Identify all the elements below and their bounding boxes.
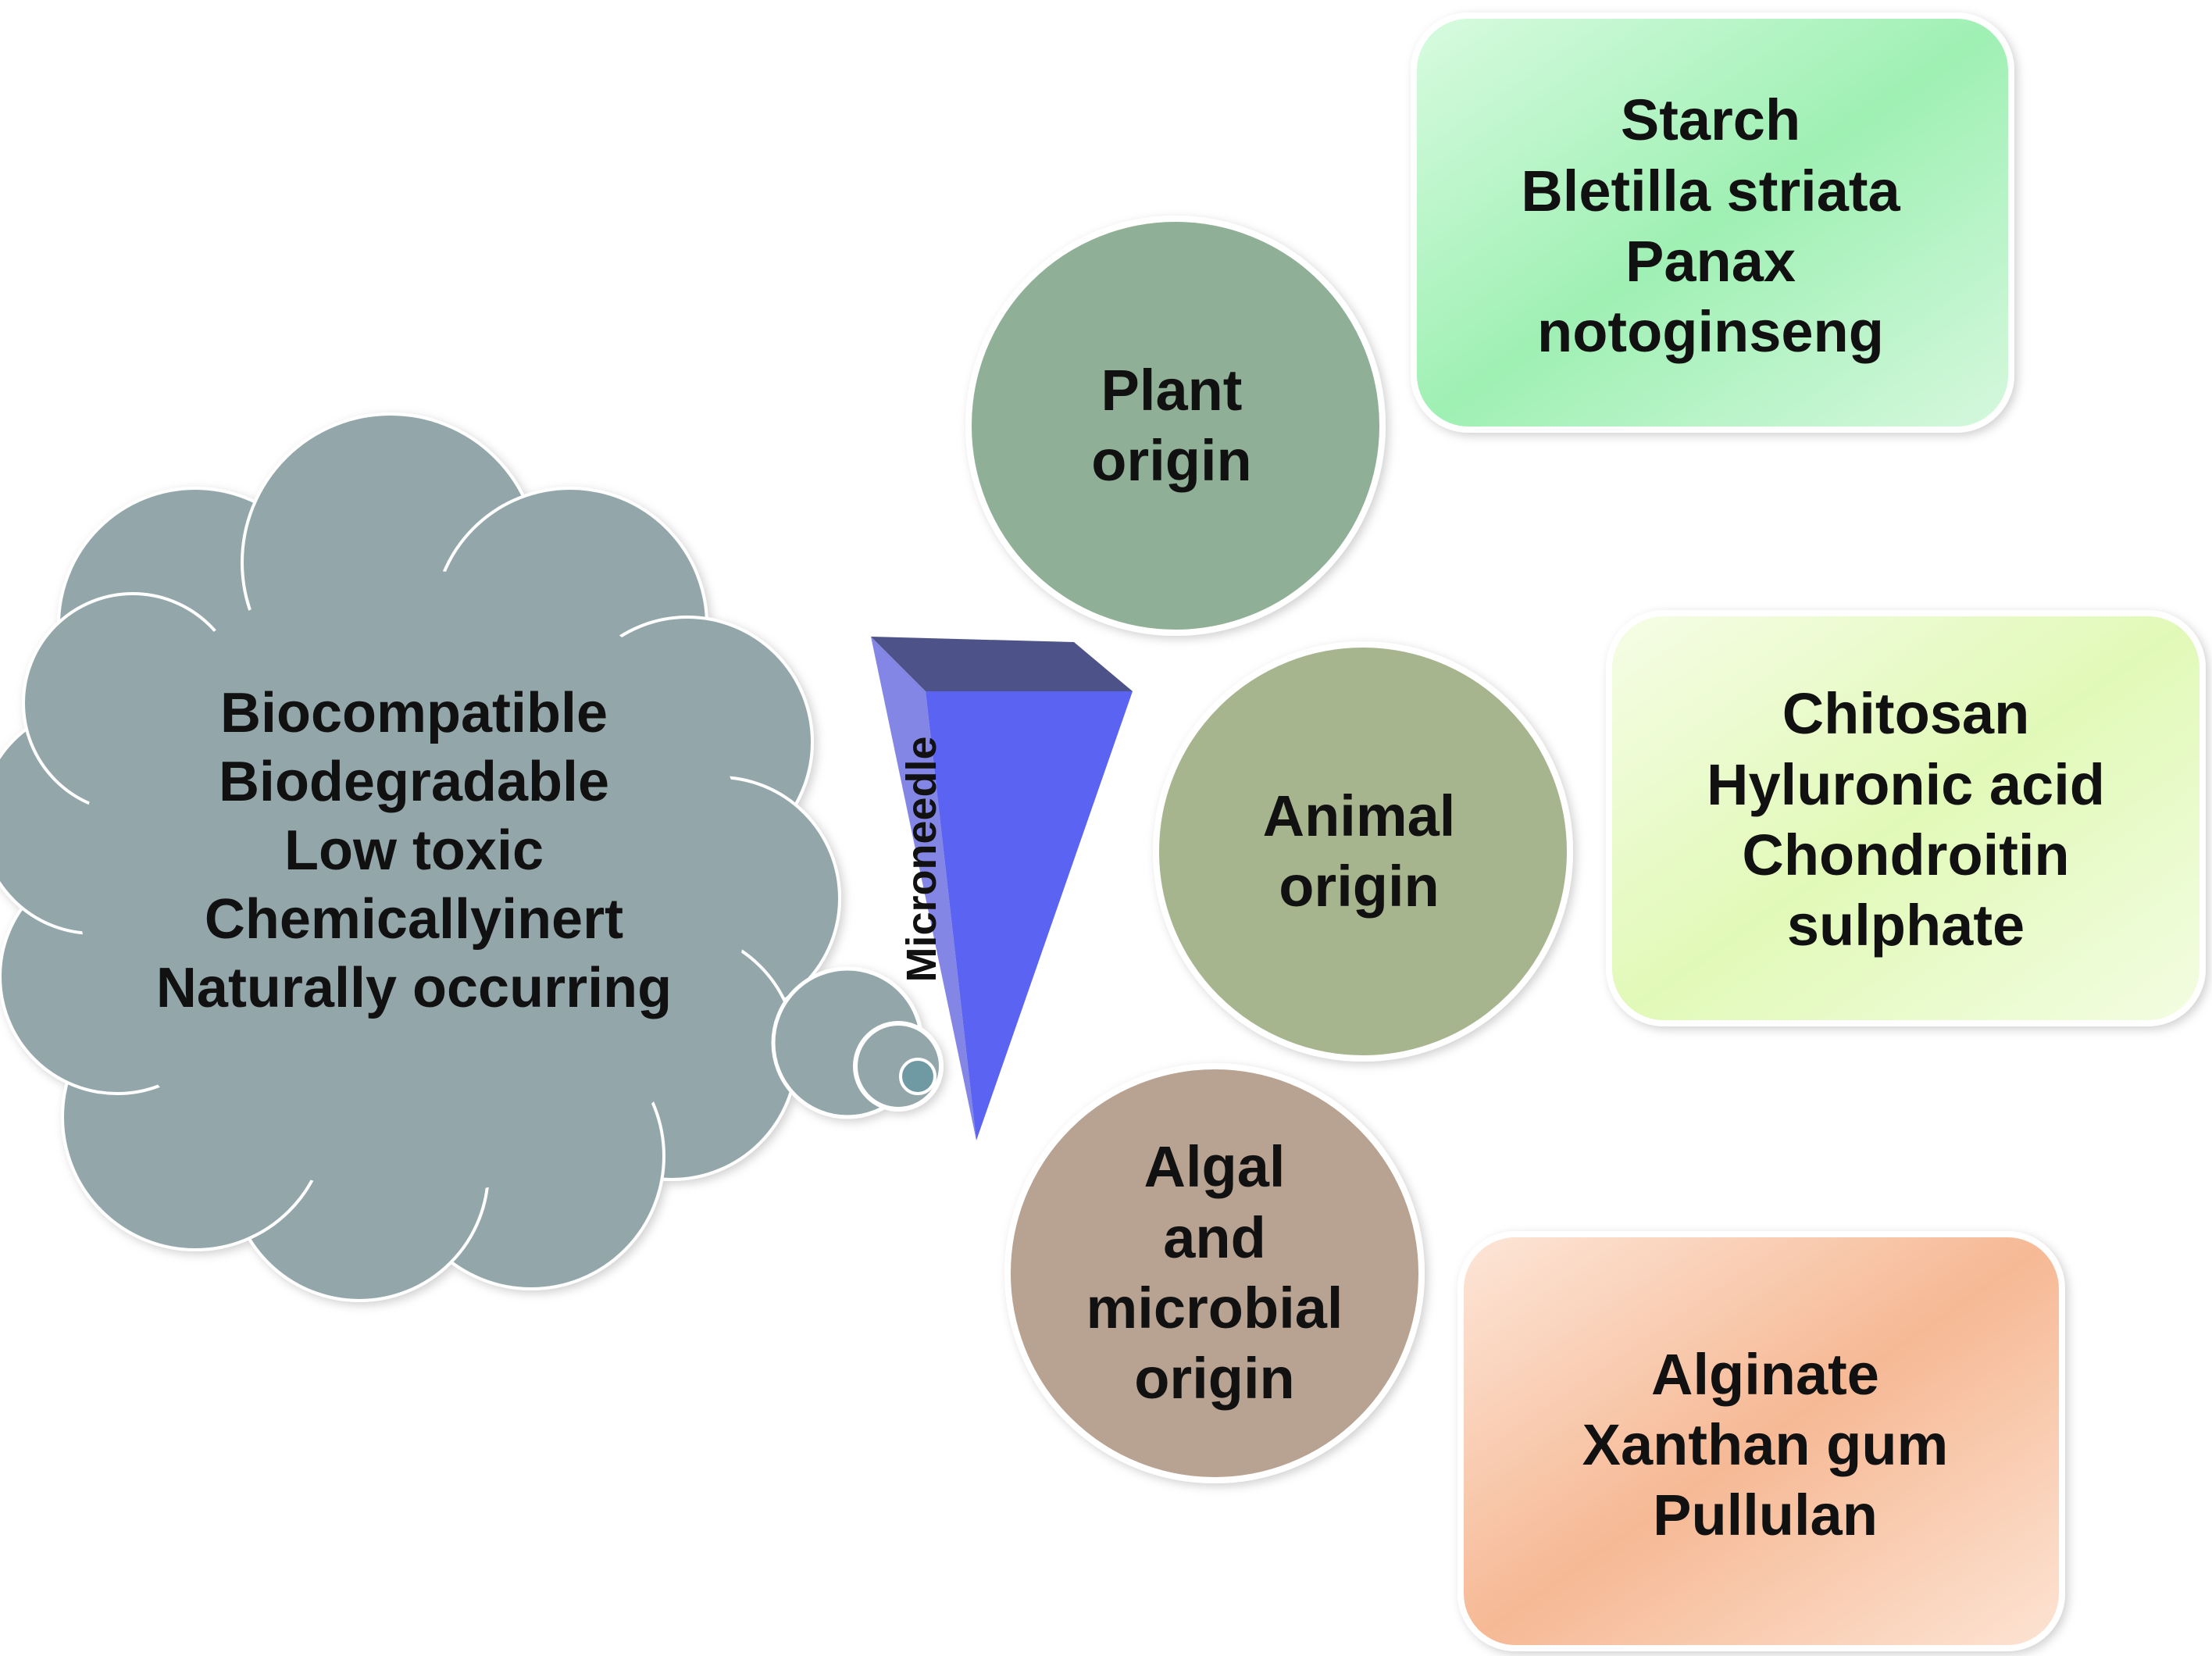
circle-label-line: origin (1091, 428, 1252, 493)
thought-cloud (0, 412, 944, 1302)
property-line: Biodegradable (218, 751, 610, 814)
cloud-properties: Biocompatible Biodegradable Low toxic Ch… (47, 609, 781, 1094)
circle-label-line: origin (1279, 854, 1440, 919)
property-line: Low toxic (284, 819, 544, 883)
circle-label-line: origin (1134, 1346, 1295, 1412)
example-line: Bletilla striata (1521, 158, 1900, 223)
circle-label-line: Plant (1101, 357, 1243, 423)
animal-circle (1153, 641, 1573, 1062)
algal-circle (1004, 1063, 1425, 1483)
circle-label-line: Animal (1262, 783, 1456, 848)
animal-circle-label: Animal origin (1156, 648, 1562, 1055)
example-line: Alginate (1651, 1341, 1879, 1407)
property-line: Naturally occurring (155, 956, 673, 1019)
example-line: Chondroitin (1742, 823, 2070, 887)
example-line: Hyluronic acid (1707, 751, 2105, 817)
thought-bubble-small (899, 1058, 937, 1095)
animal-examples: Chitosan Hyluronic acid Chondroitin sulp… (1609, 617, 2203, 1023)
example-line: Panax (1625, 229, 1796, 294)
example-line: Chitosan (1782, 681, 2030, 747)
plant-examples: Starch Bletilla striata Panax notoginsen… (1414, 23, 2007, 430)
example-line: Starch (1620, 87, 1801, 153)
plant-circle (965, 216, 1386, 636)
example-line: Pullulan (1653, 1483, 1878, 1548)
circle-label-line: and (1163, 1205, 1266, 1270)
circle-label-line: microbial (1086, 1276, 1343, 1340)
example-line: notoginseng (1537, 299, 1884, 365)
algal-circle-label: Algal and microbial origin (1011, 1062, 1418, 1484)
microneedle-label: Microneedle (898, 736, 945, 983)
plant-circle-label: Plant origin (969, 223, 1375, 629)
microneedle-shape (871, 637, 1133, 1140)
plant-examples-box (1411, 12, 2014, 433)
property-line: Chemicallyinert (204, 887, 624, 951)
example-line: sulphate (1786, 893, 2025, 958)
property-line: Biocompatible (219, 682, 608, 745)
algal-examples-box (1457, 1231, 2065, 1651)
example-line: Xanthan gum (1582, 1412, 1949, 1477)
animal-examples-box (1606, 610, 2206, 1026)
circle-label-line: Algal (1143, 1134, 1286, 1200)
algal-examples: Alginate Xanthan gum Pullulan (1461, 1242, 2070, 1648)
